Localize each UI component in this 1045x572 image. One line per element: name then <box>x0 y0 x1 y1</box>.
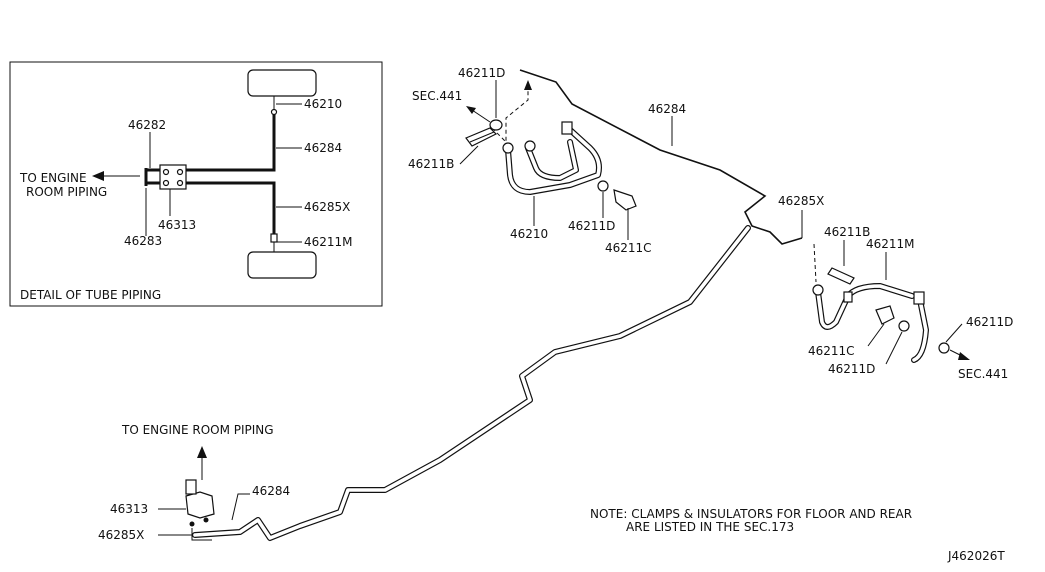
front-fitting-2 <box>524 140 536 152</box>
main-tube-inner <box>193 226 750 540</box>
detail-frame <box>9 61 383 307</box>
rear-label-46211d: 46211D <box>828 362 875 376</box>
arrow-up-engine-icon <box>197 446 207 458</box>
bottom-junction-46313 <box>185 491 215 519</box>
front-label-46211c: 46211C <box>605 241 652 255</box>
detail-to-engine-line2: ROOM PIPING <box>26 185 107 199</box>
rear-label-46211b: 46211B <box>824 225 870 239</box>
engine-side-assembly: TO ENGINE ROOM PIPING 46313 46285X 46284 <box>98 423 290 542</box>
front-label-46210: 46210 <box>510 227 548 241</box>
detail-junction-port-3 <box>162 179 170 187</box>
rear-fitting-2 <box>843 291 853 303</box>
front-label-46211d-top: 46211D <box>458 66 505 80</box>
detail-wheel-bottom <box>247 251 317 279</box>
rear-clip-46211b <box>827 267 855 285</box>
bottom-label-46285x: 46285X <box>98 528 144 542</box>
detail-junction-port-4 <box>176 179 184 187</box>
rear-leader-46211d <box>885 331 903 365</box>
bottom-tube-46285x <box>191 528 212 541</box>
front-label-sec441: SEC.441 <box>412 89 462 103</box>
note-line-1: NOTE: CLAMPS & INSULATORS FOR FLOOR AND … <box>590 507 912 521</box>
detail-label-46283: 46283 <box>124 234 162 248</box>
detail-label-46313: 46313 <box>158 218 196 232</box>
diagram-id: J462026T <box>947 549 1005 563</box>
detail-joint-top <box>270 108 278 116</box>
front-hose-inner-2 <box>526 140 578 180</box>
front-fitting-1 <box>502 142 514 154</box>
rear-fitting-1 <box>812 284 824 296</box>
detail-to-engine-line1: TO ENGINE <box>19 171 87 185</box>
detail-tube-46285x <box>186 181 276 236</box>
bottom-fitting-dot-1 <box>189 521 195 527</box>
detail-junction-46313 <box>159 164 187 190</box>
detail-junction-port-2 <box>176 168 184 176</box>
detail-label-46284: 46284 <box>304 141 342 155</box>
rear-fitting-3 <box>913 291 925 305</box>
bottom-label-46284: 46284 <box>252 484 290 498</box>
rear-hose-inner-2 <box>912 298 928 362</box>
front-fitting-3 <box>561 121 573 135</box>
detail-title: DETAIL OF TUBE PIPING <box>20 288 161 302</box>
bottom-leader-46284 <box>231 493 250 521</box>
detail-label-46282: 46282 <box>128 118 166 132</box>
rear-label-sec441: SEC.441 <box>958 367 1008 381</box>
front-washer-top <box>489 119 503 131</box>
front-leader-46211b <box>459 145 479 165</box>
front-bolt-46211c <box>613 189 637 211</box>
detail-inset: 46282 46210 46284 46285X 46211M 46313 46… <box>9 61 383 307</box>
rear-hose-assembly: 46285X 46211B 46211M 46211C 46211D 46211… <box>778 194 1013 381</box>
detail-label-46211m: 46211M <box>304 235 353 249</box>
arrow-sec-right-icon <box>958 352 970 360</box>
detail-wheel-top <box>247 69 317 97</box>
detail-joint-bottom <box>270 233 278 243</box>
detail-junction-port-1 <box>162 168 170 176</box>
front-clip-line <box>469 131 495 143</box>
front-sec-leader <box>471 109 491 123</box>
rear-hose-inner <box>816 284 914 329</box>
front-hose-inner <box>506 126 601 194</box>
rear-label-46211d-right: 46211D <box>966 315 1013 329</box>
front-hose-outline <box>505 125 602 195</box>
bottom-label-46313: 46313 <box>110 502 148 516</box>
detail-label-46285x: 46285X <box>304 200 350 214</box>
arrow-up-icon <box>524 80 532 90</box>
detail-tube-out <box>146 168 160 185</box>
rear-washer-46211d <box>898 320 910 332</box>
label-to-engine-bottom: TO ENGINE ROOM PIPING <box>121 423 274 437</box>
body-outline <box>519 69 803 245</box>
arrow-sec-icon <box>466 106 476 114</box>
front-hose-assembly: 46211D SEC.441 46211B 46210 46211D 46211… <box>408 66 652 255</box>
arrow-left-icon <box>92 171 104 181</box>
detail-label-46210: 46210 <box>304 97 342 111</box>
front-label-46211d: 46211D <box>568 219 615 233</box>
rear-leader-46211d-right <box>945 323 963 343</box>
rear-washer-right <box>938 342 950 354</box>
main-label-46284: 46284 <box>648 102 686 116</box>
detail-tube-46284 <box>186 112 276 172</box>
rear-leader-46211c <box>867 323 885 347</box>
note-line-2: ARE LISTED IN THE SEC.173 <box>626 520 794 534</box>
bottom-fitting-dot-2 <box>203 517 209 523</box>
rear-label-46211c: 46211C <box>808 344 855 358</box>
front-label-46211b: 46211B <box>408 157 454 171</box>
rear-bolt-46211c <box>875 305 895 325</box>
front-dashed-bracket <box>491 88 529 144</box>
rear-label-46211m: 46211M <box>866 237 915 251</box>
rear-dashed-line <box>813 243 817 283</box>
rear-label-46285x: 46285X <box>778 194 824 208</box>
bottom-junction-top <box>185 479 197 495</box>
main-tube-46284 <box>192 225 751 541</box>
front-washer-46211d <box>597 180 609 192</box>
